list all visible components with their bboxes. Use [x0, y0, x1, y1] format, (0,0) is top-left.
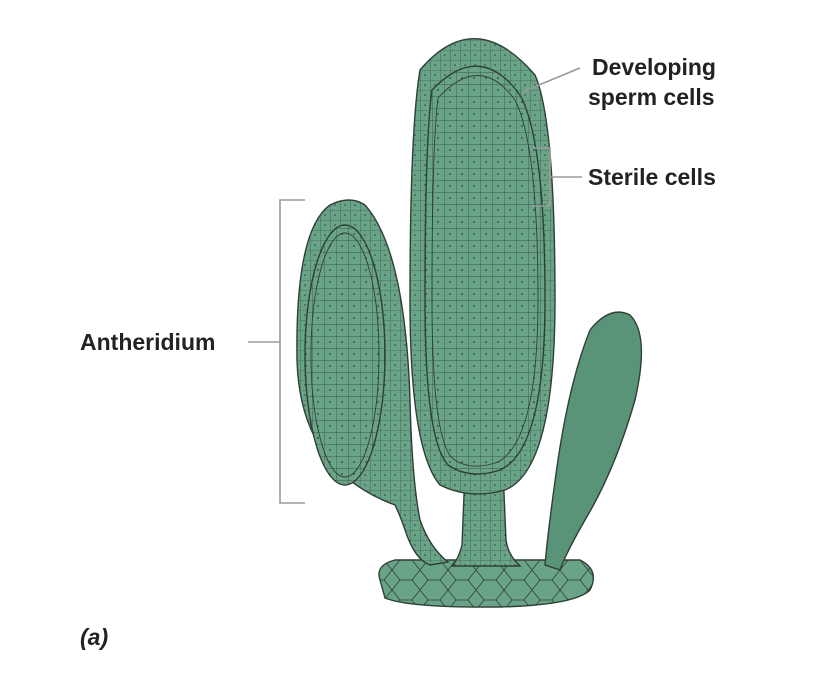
central-antheridium: [409, 38, 556, 567]
label-antheridium: Antheridium: [80, 329, 215, 355]
bracket-antheridium: [279, 199, 305, 504]
panel-label: (a): [80, 624, 108, 650]
label-developing-line2: sperm cells: [588, 84, 715, 110]
leader-developing-sperm: [521, 67, 581, 93]
label-developing-line1: Developing: [592, 54, 716, 80]
leader-lines: [248, 67, 582, 504]
sterile-filament: [544, 311, 643, 571]
label-sterile-cells: Sterile cells: [588, 164, 716, 190]
left-antheridium: [296, 199, 450, 566]
base-tissue: [378, 559, 594, 608]
